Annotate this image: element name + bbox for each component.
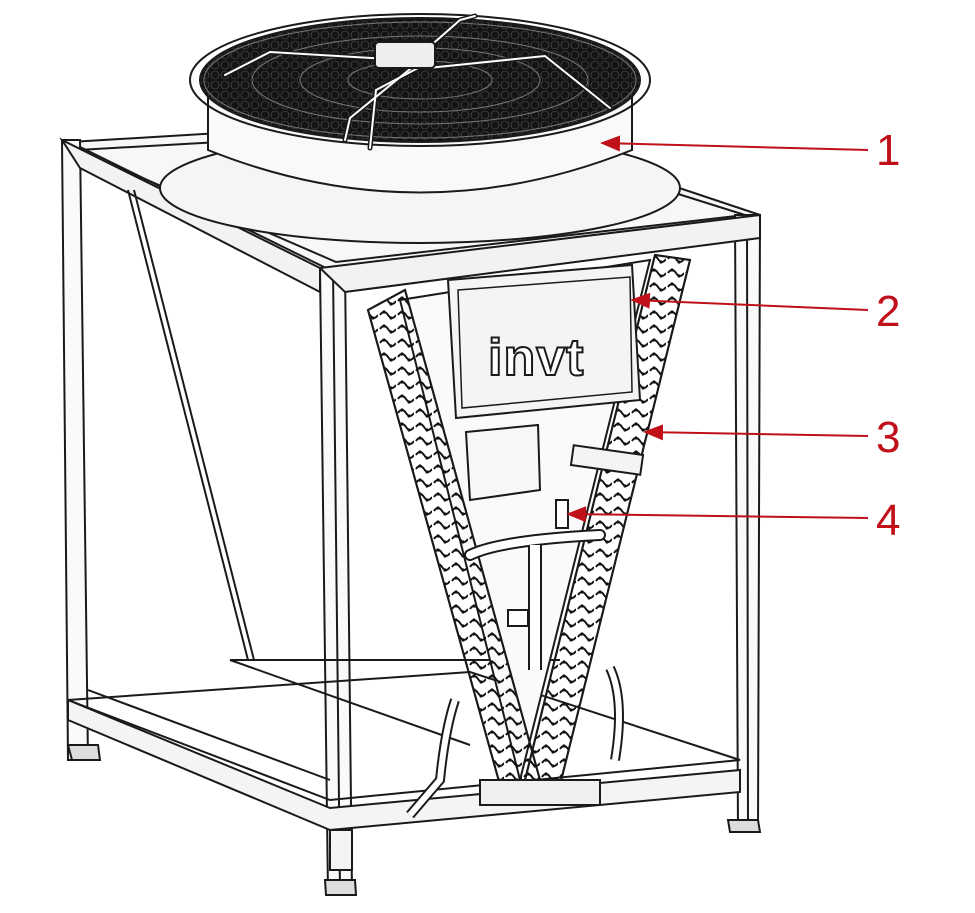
fan-shroud <box>159 13 681 244</box>
callout-number-3: 3 <box>876 413 900 462</box>
callout-line-3 <box>643 424 869 441</box>
callout-number-1: 1 <box>876 126 900 175</box>
callout-lines <box>566 135 869 523</box>
electrical-box: invt <box>446 263 642 420</box>
callout-number-4: 4 <box>876 496 900 545</box>
callout-line-4 <box>566 506 869 523</box>
refrigerant-piping <box>406 444 645 819</box>
callout-line-2 <box>630 292 869 311</box>
access-panel <box>464 423 542 502</box>
callout-line-1 <box>600 135 869 152</box>
brand-logo: invt <box>488 329 584 387</box>
callout-number-2: 2 <box>876 287 900 336</box>
fan-motor-hub <box>374 41 436 69</box>
